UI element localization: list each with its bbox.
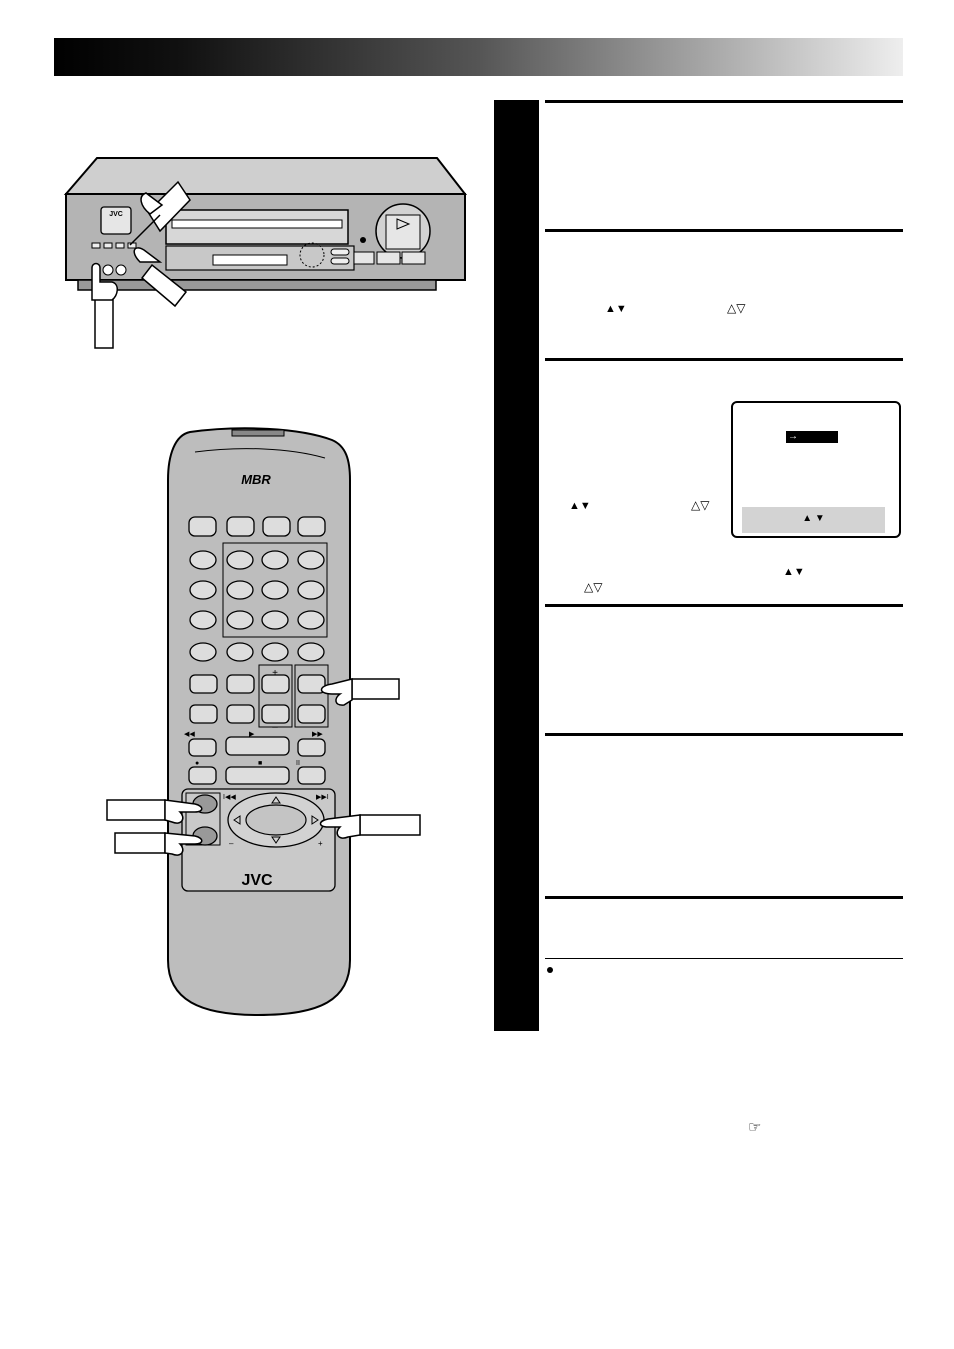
step-2-outline-arrows: △▽ (727, 301, 746, 315)
remote-illustration: MBR + – ◀◀ ▶▶ ▶ ● ■ II I◀◀ (106, 427, 421, 1017)
svg-text:▶▶: ▶▶ (312, 731, 323, 738)
vcr-logo: JVC (109, 211, 123, 218)
svg-text:■: ■ (258, 760, 262, 767)
screen-cursor: → (786, 431, 838, 443)
svg-text:+: + (272, 668, 278, 679)
step-3b-filled-arrows: ▲▼ (783, 566, 805, 578)
step-3b-outline-arrows: △▽ (584, 580, 603, 594)
note-rule (545, 958, 903, 959)
note-bullet (547, 967, 553, 973)
remote-logo-jvc: JVC (241, 872, 273, 889)
onscreen-display: → ▲ ▼ (731, 401, 901, 538)
step-4-rule (545, 604, 903, 607)
step-3-outline-arrows: △▽ (691, 498, 710, 512)
svg-text:▶▶I: ▶▶I (316, 794, 329, 801)
step-1-rule (545, 100, 903, 103)
svg-text:–: – (229, 839, 234, 848)
reference-pointer-icon: ☞ (748, 1119, 762, 1136)
step-5-rule (545, 733, 903, 736)
step-6-rule (545, 896, 903, 899)
vcr-illustration: JVC (63, 157, 468, 349)
svg-text:▶: ▶ (249, 731, 255, 738)
step-2-filled-arrows: ▲▼ (605, 303, 627, 315)
header-bar (54, 38, 903, 76)
step-3-rule (545, 358, 903, 361)
svg-text:II: II (296, 760, 300, 767)
svg-text:–: – (272, 722, 278, 733)
svg-text:+: + (318, 839, 323, 848)
screen-hint-bar: ▲ ▼ (742, 507, 885, 533)
step-3-filled-arrows: ▲▼ (569, 500, 591, 512)
svg-text:I◀◀: I◀◀ (223, 794, 236, 801)
svg-text:●: ● (195, 760, 199, 767)
step-sidebar (494, 100, 539, 1031)
svg-text:◀◀: ◀◀ (184, 731, 195, 738)
remote-logo-mbr: MBR (241, 472, 271, 487)
step-2-rule (545, 229, 903, 232)
